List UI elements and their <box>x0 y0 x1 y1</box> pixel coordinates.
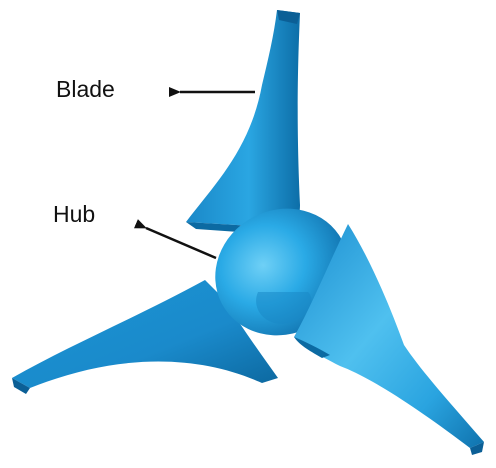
hub-arrow <box>146 228 216 258</box>
blade-top <box>186 10 300 235</box>
blade-label: Blade <box>56 78 115 101</box>
hub-label: Hub <box>53 203 95 226</box>
